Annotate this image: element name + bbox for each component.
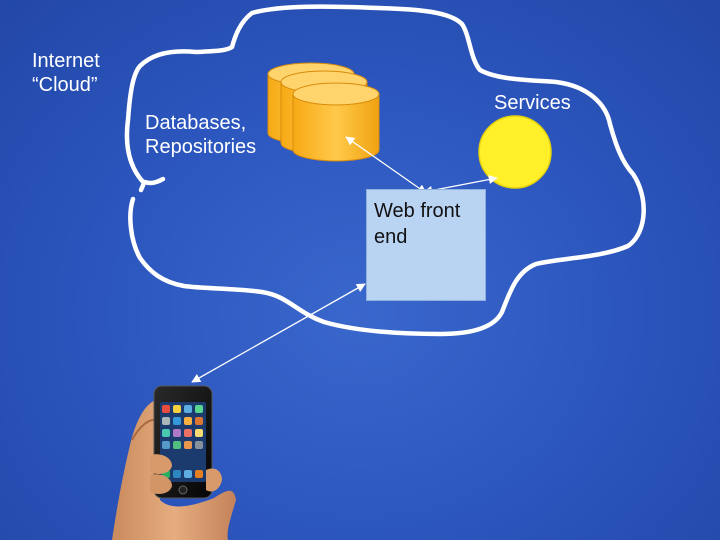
phone-screen xyxy=(160,402,206,482)
services-circle xyxy=(478,115,552,189)
phone-home-button xyxy=(178,485,188,495)
databases-label: Databases, Repositories xyxy=(145,112,257,158)
database-cylinder-front xyxy=(292,82,380,162)
services-label: Services xyxy=(494,92,571,114)
smartphone-in-hand-icon xyxy=(112,385,236,540)
cloud-label: Internet “Cloud” xyxy=(32,50,100,96)
web-front-end-box: Web front end xyxy=(366,189,486,301)
connector-db-webfront xyxy=(345,136,427,194)
connector-webfront-phone xyxy=(191,283,366,383)
web-front-end-label: Web front end xyxy=(374,200,461,248)
cloud-outline-tail xyxy=(138,176,166,193)
